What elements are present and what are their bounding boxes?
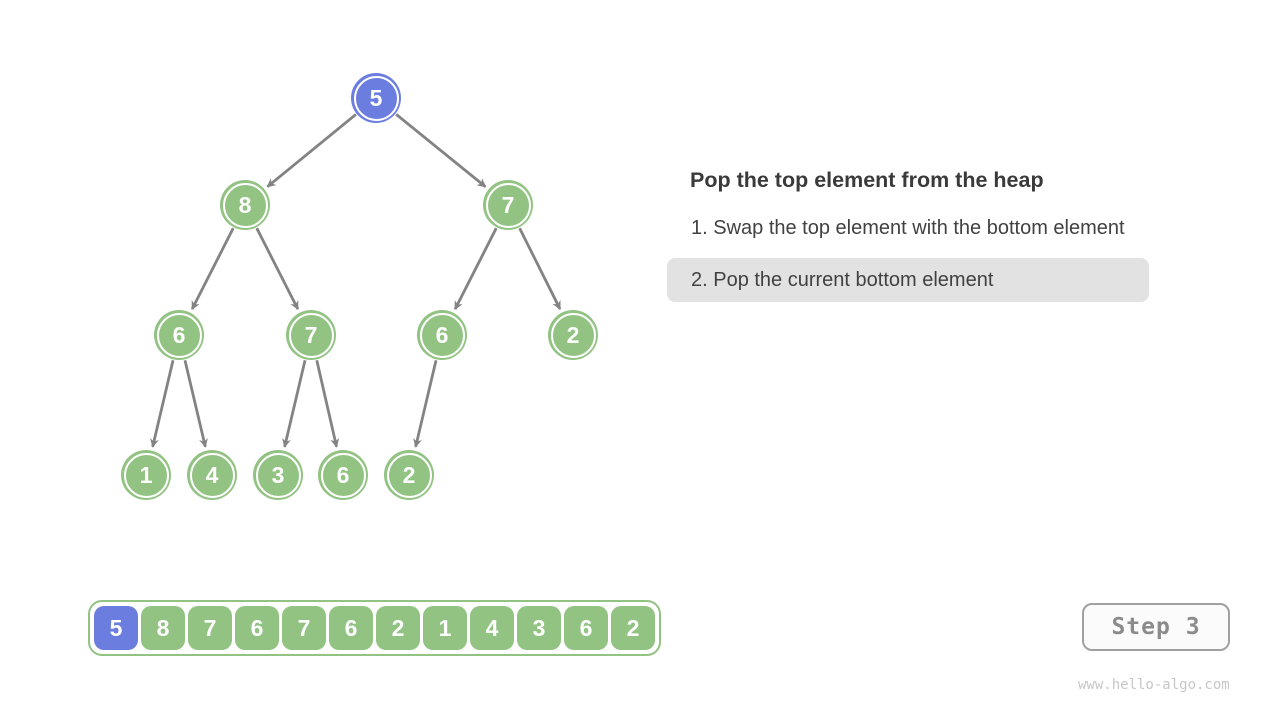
tree-node: 2 xyxy=(548,310,598,360)
array-cell: 2 xyxy=(376,606,420,650)
instructions-title: Pop the top element from the heap xyxy=(690,168,1044,192)
tree-node-value: 3 xyxy=(271,461,285,488)
tree-node-value: 6 xyxy=(336,461,350,488)
step-counter-badge: Step 3 xyxy=(1082,603,1230,651)
instruction-step: 1. Swap the top element with the bottom … xyxy=(691,216,1125,239)
array-cell: 8 xyxy=(141,606,185,650)
tree-node: 5 xyxy=(351,73,401,123)
array-cell: 3 xyxy=(517,606,561,650)
tree-edge-arrow xyxy=(453,227,498,311)
array-cell: 6 xyxy=(329,606,373,650)
tree-node-value: 5 xyxy=(369,84,383,111)
tree-node: 6 xyxy=(154,310,204,360)
tree-edge-arrow xyxy=(190,227,235,311)
tree-node-value: 6 xyxy=(172,321,186,348)
step-counter-label: Step 3 xyxy=(1111,614,1201,640)
tree-node-value: 2 xyxy=(566,321,580,348)
array-cell: 7 xyxy=(188,606,232,650)
tree-node: 4 xyxy=(187,450,237,500)
tree-node-value: 4 xyxy=(205,461,219,488)
tree-edge-arrow xyxy=(395,113,487,188)
instruction-step-current: 2. Pop the current bottom element xyxy=(667,258,1149,302)
tree-node-value: 8 xyxy=(238,191,252,218)
array-cell: 1 xyxy=(423,606,467,650)
array-cell: 6 xyxy=(564,606,608,650)
tree-edge-arrow xyxy=(266,113,357,188)
tree-node: 7 xyxy=(483,180,533,230)
array-cell: 7 xyxy=(282,606,326,650)
tree-node: 6 xyxy=(318,450,368,500)
array-cell: 2 xyxy=(611,606,655,650)
tree-node-value: 1 xyxy=(139,461,153,488)
tree-node: 2 xyxy=(384,450,434,500)
tree-node-value: 7 xyxy=(304,321,318,348)
tree-node: 1 xyxy=(121,450,171,500)
tree-edge-arrow xyxy=(413,359,438,448)
instructions-steps: 1. Swap the top element with the bottom … xyxy=(667,206,1149,310)
watermark: www.hello-algo.com xyxy=(1078,677,1230,693)
tree-node: 8 xyxy=(220,180,270,230)
tree-edge-arrow xyxy=(315,360,340,448)
array-cell: 4 xyxy=(470,606,514,650)
array-cell: 5 xyxy=(94,606,138,650)
array-cell: 6 xyxy=(235,606,279,650)
tree-node-value: 2 xyxy=(402,461,416,488)
tree-node: 3 xyxy=(253,450,303,500)
tree-node: 7 xyxy=(286,310,336,360)
tree-node-value: 7 xyxy=(501,191,515,218)
tree-edge-arrow xyxy=(255,227,300,311)
tree-node-value: 6 xyxy=(435,321,449,348)
tree-edge-arrow xyxy=(150,359,175,448)
tree-edge-arrow xyxy=(183,359,208,448)
tree-edge-arrow xyxy=(518,227,562,310)
tree-node: 6 xyxy=(417,310,467,360)
tree-edge-arrow xyxy=(282,359,307,448)
